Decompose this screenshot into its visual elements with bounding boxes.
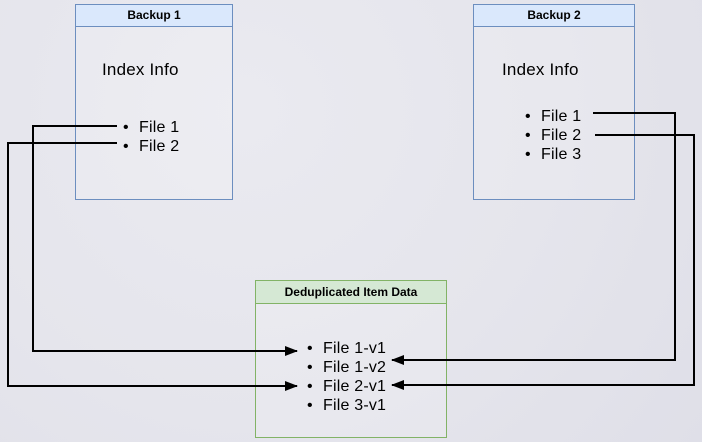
dedup-file-1-v2: File 1-v2 bbox=[307, 358, 386, 377]
dedup-file-3-v1: File 3-v1 bbox=[307, 396, 386, 415]
dedup-node: Deduplicated Item Data File 1-v1 File 1-… bbox=[255, 280, 447, 438]
backup1-file-1: File 1 bbox=[123, 118, 179, 137]
backup2-file-list: File 1 File 2 File 3 bbox=[525, 107, 581, 164]
backup2-node: Backup 2 Index Info File 1 File 2 File 3 bbox=[473, 4, 635, 200]
backup2-file-1: File 1 bbox=[525, 107, 581, 126]
dedup-file-2-v1: File 2-v1 bbox=[307, 377, 386, 396]
backup1-file-list: File 1 File 2 bbox=[123, 118, 179, 156]
backup2-file-2: File 2 bbox=[525, 126, 581, 145]
backup1-title: Backup 1 bbox=[76, 5, 232, 27]
dedup-file-1-v1: File 1-v1 bbox=[307, 339, 386, 358]
backup2-title: Backup 2 bbox=[474, 5, 634, 27]
dedup-title: Deduplicated Item Data bbox=[256, 281, 446, 304]
backup2-index-info-label: Index Info bbox=[502, 60, 579, 79]
backup1-file-2: File 2 bbox=[123, 137, 179, 156]
backup2-file-3: File 3 bbox=[525, 145, 581, 164]
backup1-index-info-label: Index Info bbox=[102, 60, 179, 79]
backup1-node: Backup 1 Index Info File 1 File 2 bbox=[75, 4, 233, 200]
dedup-item-list: File 1-v1 File 1-v2 File 2-v1 File 3-v1 bbox=[307, 339, 386, 415]
